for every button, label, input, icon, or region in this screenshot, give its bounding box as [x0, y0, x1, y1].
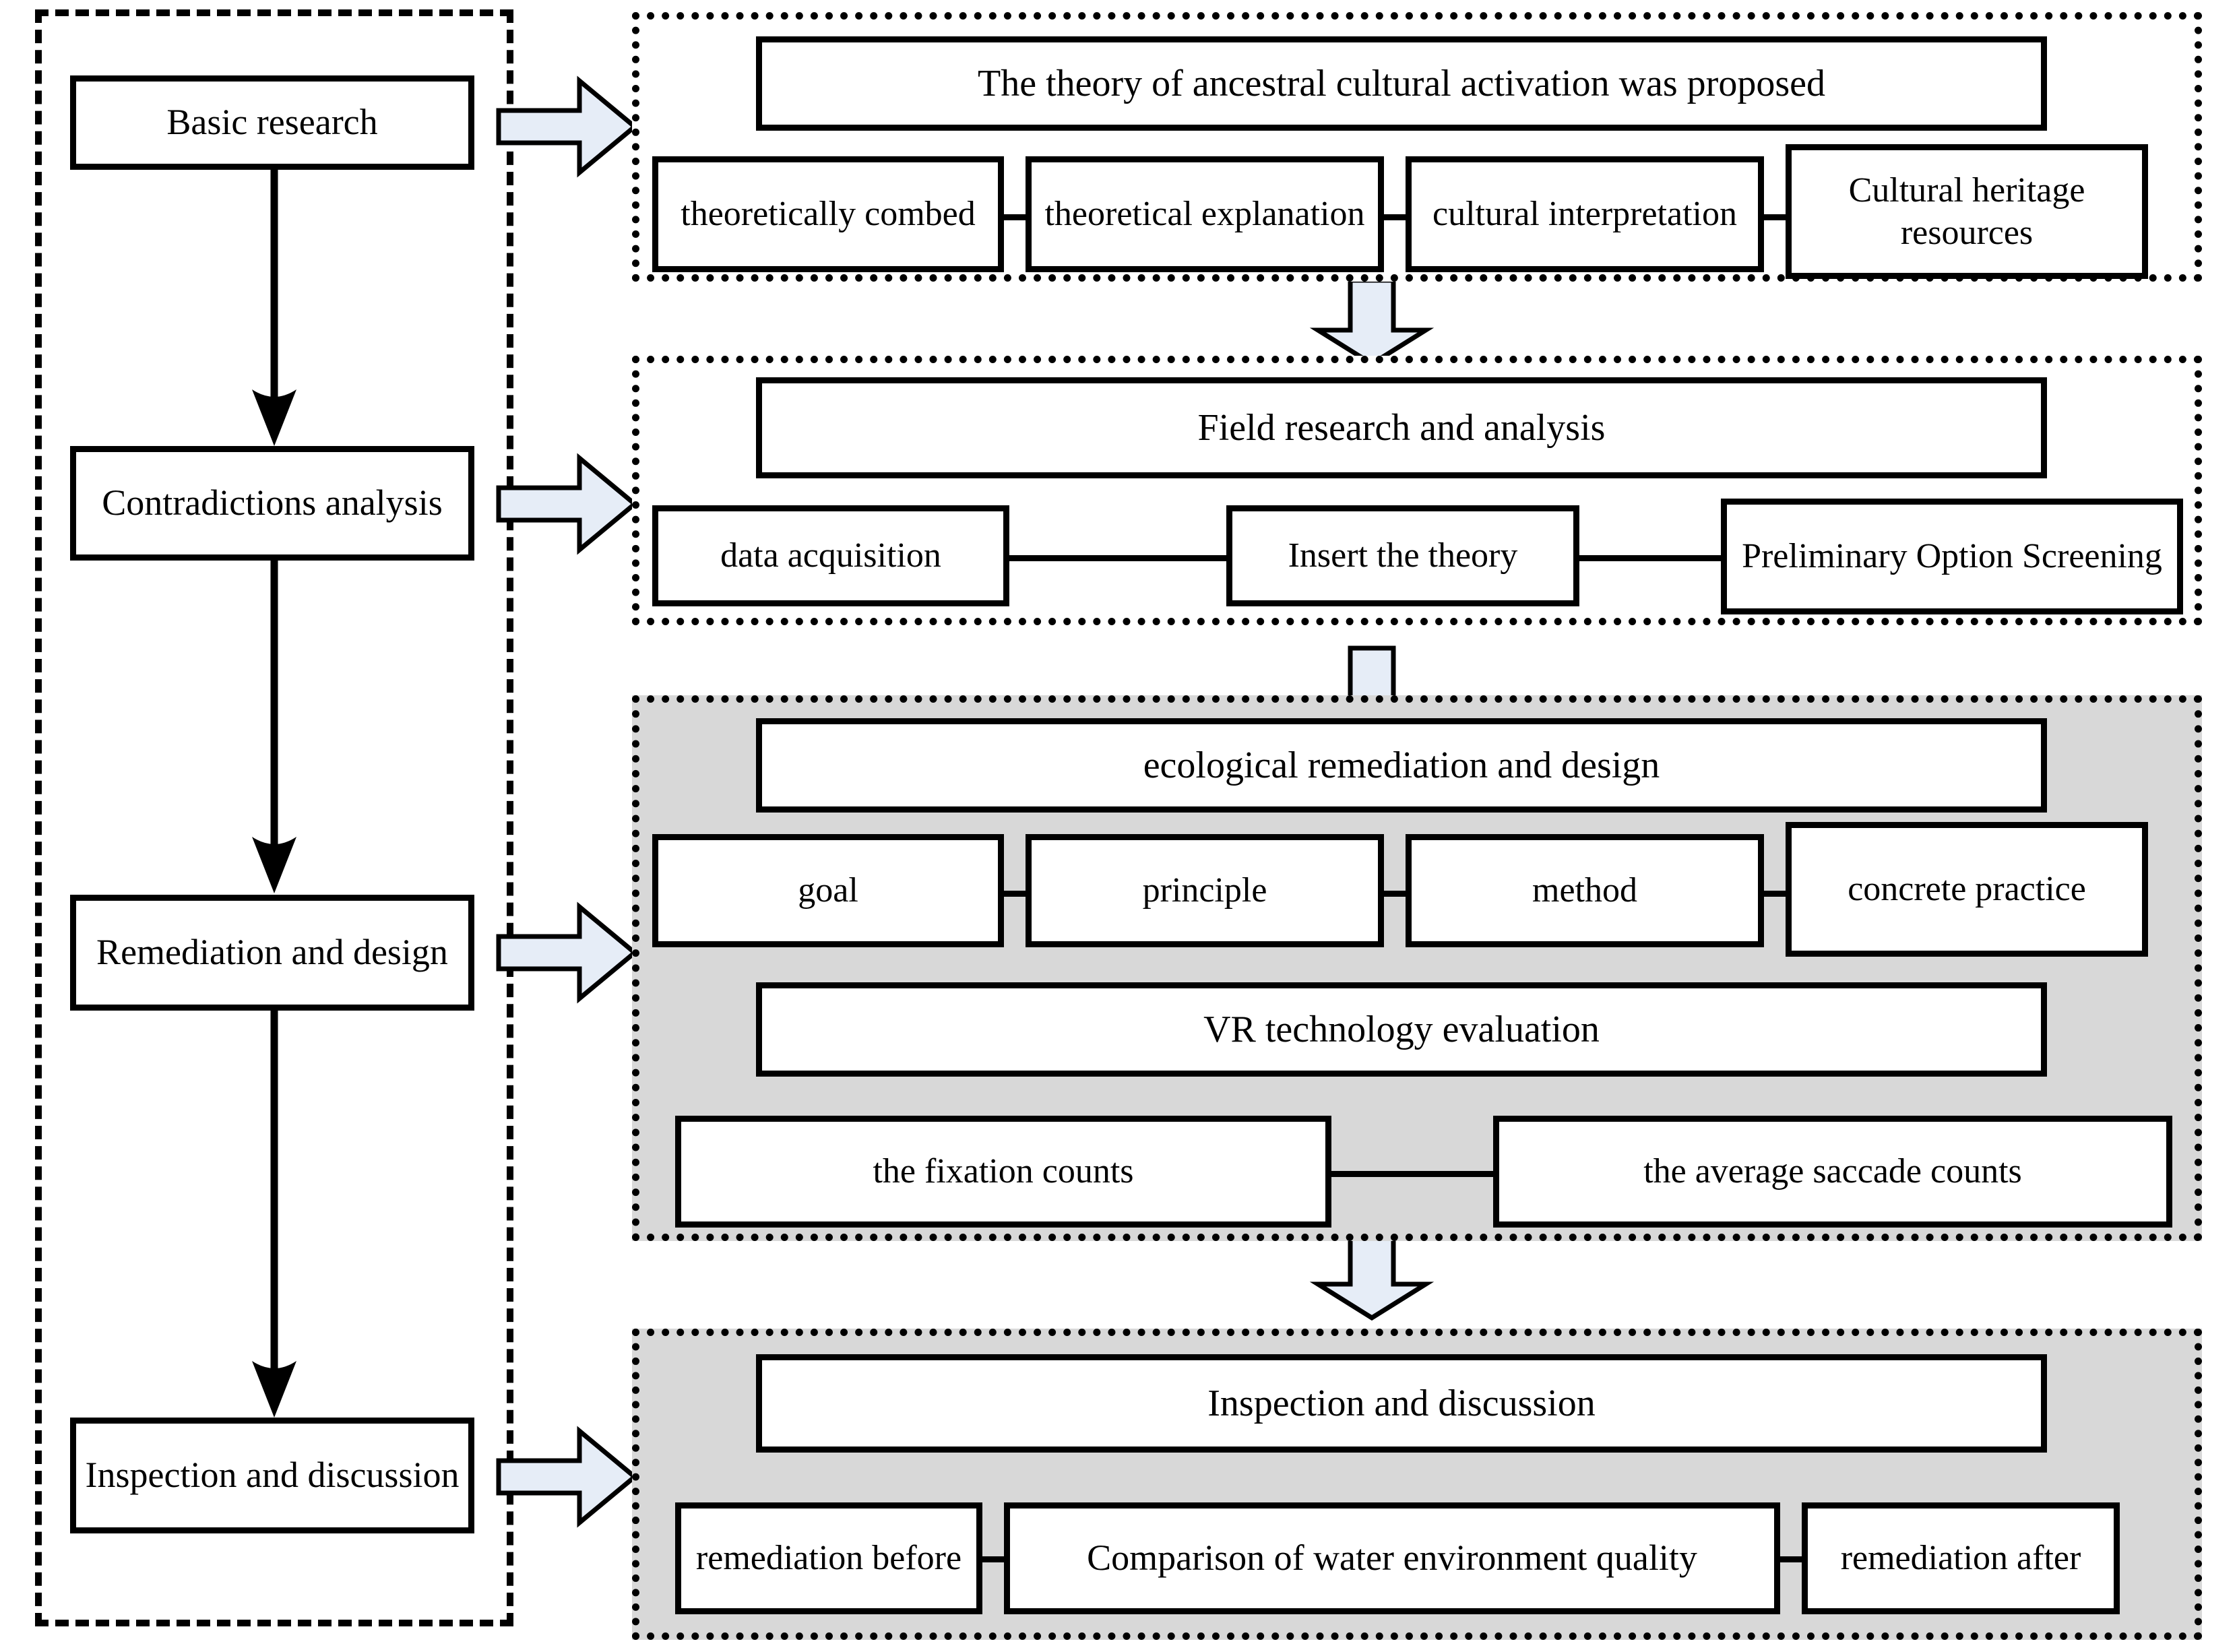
- panel3-item-1[interactable]: principle: [1026, 834, 1384, 947]
- panel3-item-0-label: goal: [798, 871, 858, 910]
- left-flow-arrow-1: [252, 167, 296, 446]
- block-arrow-to-panel-3: [496, 901, 639, 1004]
- panel3-header-label: ecological remediation and design: [1143, 744, 1660, 786]
- panel4-connector-2-3: [1776, 1556, 1806, 1562]
- panel3-connector-1-2: [1003, 891, 1027, 897]
- left-flow-arrow-3: [252, 1008, 296, 1418]
- panel2-item-2[interactable]: Preliminary Option Screening: [1721, 499, 2183, 614]
- panel2-item-0-label: data acquisition: [720, 536, 941, 575]
- panel4-item-2-label: remediation after: [1840, 1539, 2081, 1578]
- panel3-item-0[interactable]: goal: [652, 834, 1004, 947]
- panel3-connector-3-4: [1763, 891, 1787, 897]
- left-flow-arrow-2: [252, 558, 296, 893]
- panel2-connector-2-3: [1577, 555, 1724, 561]
- left-step-remediation-design[interactable]: Remediation and design: [70, 895, 474, 1011]
- panel1-item-3-label: Cultural heritage resources: [1848, 170, 2085, 252]
- panel3-subheader[interactable]: VR technology evaluation: [756, 982, 2047, 1077]
- panel3-subitem-1[interactable]: the average saccade counts: [1493, 1116, 2172, 1228]
- block-arrow-to-panel-4: [496, 1426, 639, 1528]
- panel3-header[interactable]: ecological remediation and design: [756, 718, 2047, 813]
- panel1-item-1[interactable]: theoretical explanation: [1026, 156, 1384, 272]
- panel4-item-0[interactable]: remediation before: [675, 1502, 982, 1614]
- panel1-item-2-label: cultural interpretation: [1432, 195, 1737, 234]
- left-step-basic-research-label: Basic research: [166, 102, 378, 143]
- panel1-header-label: The theory of ancestral cultural activat…: [978, 62, 1825, 104]
- panel1-item-2[interactable]: cultural interpretation: [1406, 156, 1764, 272]
- panel1-item-3[interactable]: Cultural heritage resources: [1786, 144, 2148, 279]
- panel3-subheader-label: VR technology evaluation: [1203, 1008, 1600, 1050]
- left-step-basic-research[interactable]: Basic research: [70, 75, 474, 170]
- panel3-item-2[interactable]: method: [1406, 834, 1764, 947]
- panel2-item-1-label: Insert the theory: [1288, 536, 1518, 575]
- block-arrow-to-panel-1: [496, 75, 639, 178]
- panel1-connector-1-2: [1003, 214, 1027, 220]
- panel1-connector-2-3: [1383, 214, 1407, 220]
- panel3-item-3[interactable]: concrete practice: [1786, 822, 2148, 957]
- left-step-contradictions[interactable]: Contradictions analysis: [70, 446, 474, 561]
- panel3-subitem-0-label: the fixation counts: [873, 1152, 1134, 1191]
- panel2-connector-1-2: [1008, 555, 1229, 561]
- panel3-item-2-label: method: [1532, 871, 1637, 910]
- panel4-item-1-label: Comparison of water environment quality: [1087, 1537, 1697, 1579]
- panel1-header[interactable]: The theory of ancestral cultural activat…: [756, 36, 2047, 131]
- panel3-item-3-label: concrete practice: [1848, 870, 2086, 909]
- panel4-item-0-label: remediation before: [695, 1539, 962, 1578]
- panel2-header[interactable]: Field research and analysis: [756, 377, 2047, 478]
- block-arrow-panel1-to-panel2: [1309, 278, 1435, 367]
- panel2-item-2-label: Preliminary Option Screening: [1742, 537, 2162, 576]
- panel1-item-1-label: theoretical explanation: [1044, 195, 1365, 234]
- left-step-contradictions-label: Contradictions analysis: [102, 482, 443, 523]
- panel4-connector-1-2: [978, 1556, 1008, 1562]
- panel3-sub-connector: [1329, 1171, 1496, 1177]
- panel4-header[interactable]: Inspection and discussion: [756, 1354, 2047, 1453]
- panel2-item-0[interactable]: data acquisition: [652, 505, 1009, 606]
- block-arrow-panel3-to-panel4: [1309, 1232, 1435, 1321]
- panel3-subitem-1-label: the average saccade counts: [1643, 1152, 2022, 1191]
- panel1-item-0[interactable]: theoretically combed: [652, 156, 1004, 272]
- panel2-item-1[interactable]: Insert the theory: [1226, 505, 1579, 606]
- panel1-item-0-label: theoretically combed: [681, 195, 976, 234]
- panel4-header-label: Inspection and discussion: [1207, 1382, 1596, 1424]
- left-step-inspection-discussion-label: Inspection and discussion: [85, 1455, 460, 1496]
- panel4-item-2[interactable]: remediation after: [1802, 1502, 2120, 1614]
- left-step-inspection-discussion[interactable]: Inspection and discussion: [70, 1418, 474, 1533]
- panel3-item-1-label: principle: [1142, 871, 1267, 910]
- panel2-header-label: Field research and analysis: [1197, 406, 1606, 449]
- panel3-connector-2-3: [1383, 891, 1407, 897]
- panel3-subitem-0[interactable]: the fixation counts: [675, 1116, 1331, 1228]
- left-stage-container: [35, 9, 513, 1626]
- left-step-remediation-design-label: Remediation and design: [96, 932, 448, 973]
- panel4-item-1[interactable]: Comparison of water environment quality: [1004, 1502, 1780, 1614]
- block-arrow-to-panel-2: [496, 453, 639, 555]
- panel1-connector-3-4: [1763, 214, 1787, 220]
